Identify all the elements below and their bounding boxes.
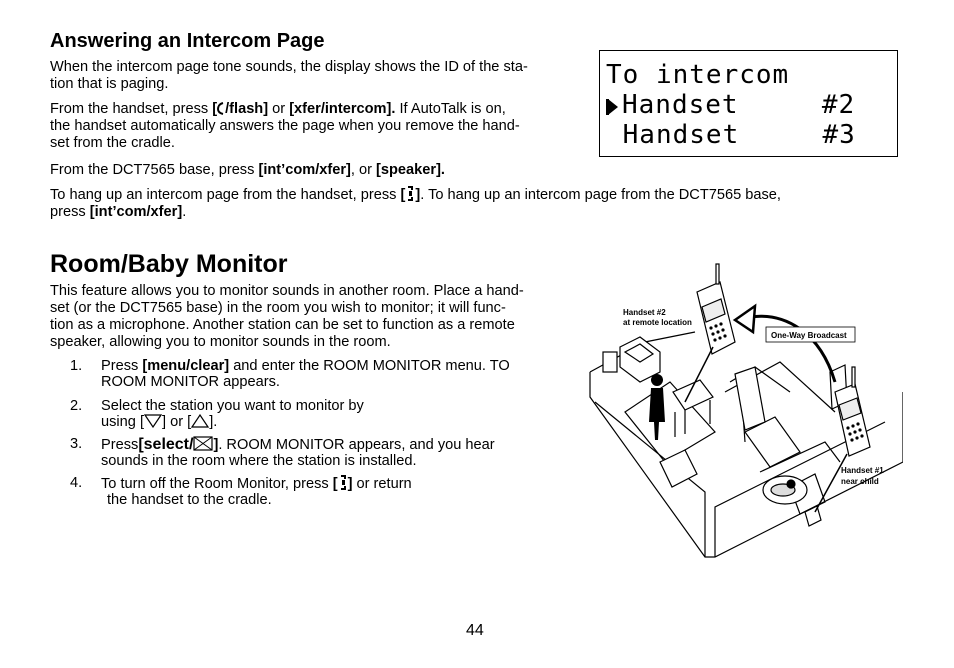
paragraph-monitor-intro: This feature allows you to monitor sound…: [50, 283, 524, 350]
handset-2-icon: [696, 263, 736, 355]
cursor-arrow-icon: [606, 97, 620, 122]
pointer-line: [814, 453, 848, 513]
label-handset-2: Handset #2: [623, 308, 666, 317]
person-icon: [649, 374, 665, 440]
end-call-icon: [340, 475, 346, 490]
page-title: Room/Baby Monitor: [50, 250, 288, 278]
up-triangle-icon: [191, 414, 210, 428]
furniture: [602, 336, 848, 488]
envelope-icon: [193, 436, 214, 451]
paragraph-base-answer: From the DCT7565 base, press [int’com/xf…: [50, 162, 445, 178]
room-monitor-illustration: Handset #2 at remote location One-Way Br…: [589, 263, 903, 558]
paragraph-hang-up: To hang up an intercom page from the han…: [50, 186, 781, 220]
paragraph-display-id: When the intercom page tone sounds, the …: [50, 59, 528, 92]
label-handset-1-location: near child: [841, 477, 879, 486]
paragraph-handset-answer: From the handset, press [/flash] or [xfe…: [50, 101, 520, 151]
lcd-line-1: To intercom: [606, 60, 790, 90]
handset-1-icon: [834, 366, 871, 457]
lcd-display: To intercom Handset #2 Handset #3: [599, 50, 898, 157]
lcd-line-3: Handset #3: [606, 120, 856, 150]
floor-plan-outline: [589, 331, 903, 558]
lcd-line-2: Handset #2: [622, 90, 856, 120]
section-heading: Answering an Intercom Page: [50, 30, 325, 52]
baby-crib-icon: [762, 475, 808, 505]
label-handset-2-location: at remote location: [623, 318, 692, 327]
down-triangle-icon: [144, 414, 162, 428]
label-handset-1: Handset #1: [841, 466, 884, 475]
end-call-icon: [408, 186, 414, 201]
label-broadcast: One-Way Broadcast: [771, 331, 847, 340]
page-number: 44: [466, 622, 484, 639]
broadcast-label-box: [765, 326, 856, 343]
talk-handset-icon: [217, 102, 224, 115]
cradle-icon: [804, 505, 822, 527]
pointer-line: [684, 346, 714, 403]
